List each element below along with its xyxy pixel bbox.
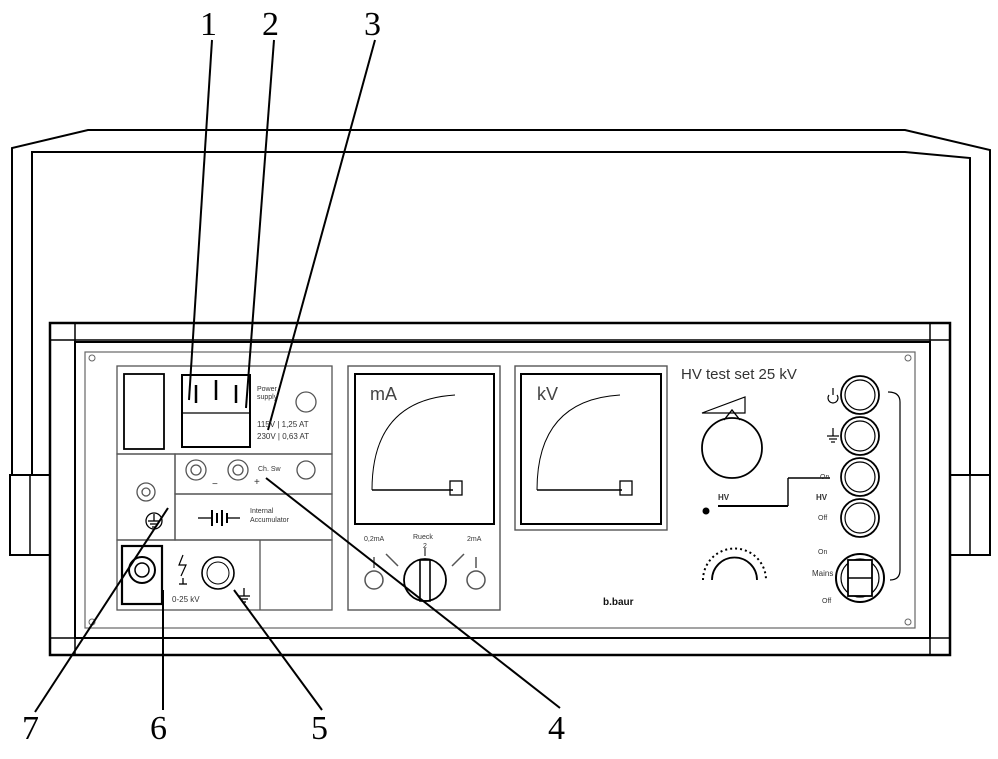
battery-module	[174, 453, 333, 541]
voltage-meter-module	[514, 365, 668, 531]
right-handle-bracket	[949, 474, 991, 556]
ground-socket-module	[116, 453, 176, 541]
fuse-rating-115v: 115V | 1,25 AT	[257, 420, 309, 429]
voltage-meter-unit: kV	[537, 384, 559, 404]
hv-off-label: Off	[818, 515, 828, 522]
panel-title: HV test set 25 kV	[681, 366, 797, 383]
hv-on-label: On	[820, 474, 830, 481]
range-label-right: 2mA	[467, 536, 482, 543]
charge-switch-label: Ch. Sw	[258, 466, 281, 473]
battery-plus-sign: +	[254, 477, 260, 488]
callout-5: 5	[311, 710, 328, 747]
accumulator-label-1: Internal	[250, 508, 274, 515]
callout-6: 6	[150, 710, 167, 747]
range-label-center: 2	[423, 543, 427, 550]
callout-1: 1	[200, 6, 217, 43]
hv-output-voltage-label: 0-25 kV	[172, 595, 200, 604]
key-switch-on-label: On	[818, 549, 828, 556]
brand-logo: b.baur	[603, 597, 634, 608]
callout-4: 4	[548, 710, 565, 747]
battery-minus-sign: −	[212, 479, 218, 490]
push-button-column	[827, 375, 901, 603]
housing	[48, 321, 952, 657]
callout-2: 2	[262, 6, 279, 43]
range-label-left: 0,2mA	[364, 536, 385, 543]
carrying-handle	[11, 129, 991, 475]
hv-output-module	[116, 539, 333, 611]
callout-3: 3	[364, 6, 381, 43]
callout-7: 7	[22, 710, 39, 747]
hv-label-2: HV	[816, 493, 828, 502]
accumulator-label-2: Accumulator	[250, 517, 289, 524]
power-supply-label-2: supply	[257, 394, 278, 401]
left-handle-bracket	[9, 474, 51, 556]
current-meter-unit: mA	[370, 384, 397, 404]
range-label-center-top: Rueck	[413, 534, 433, 541]
controls-area	[701, 396, 830, 581]
power-supply-label-1: Power	[257, 386, 277, 393]
fuse-rating-230v: 230V | 0,63 AT	[257, 432, 310, 441]
hv-indicator-label: HV	[718, 493, 730, 502]
callout-leaders	[34, 39, 561, 713]
key-switch-off-label: Off	[822, 598, 832, 605]
current-meter-module	[347, 365, 501, 611]
key-switch-label: Mains	[812, 569, 834, 578]
